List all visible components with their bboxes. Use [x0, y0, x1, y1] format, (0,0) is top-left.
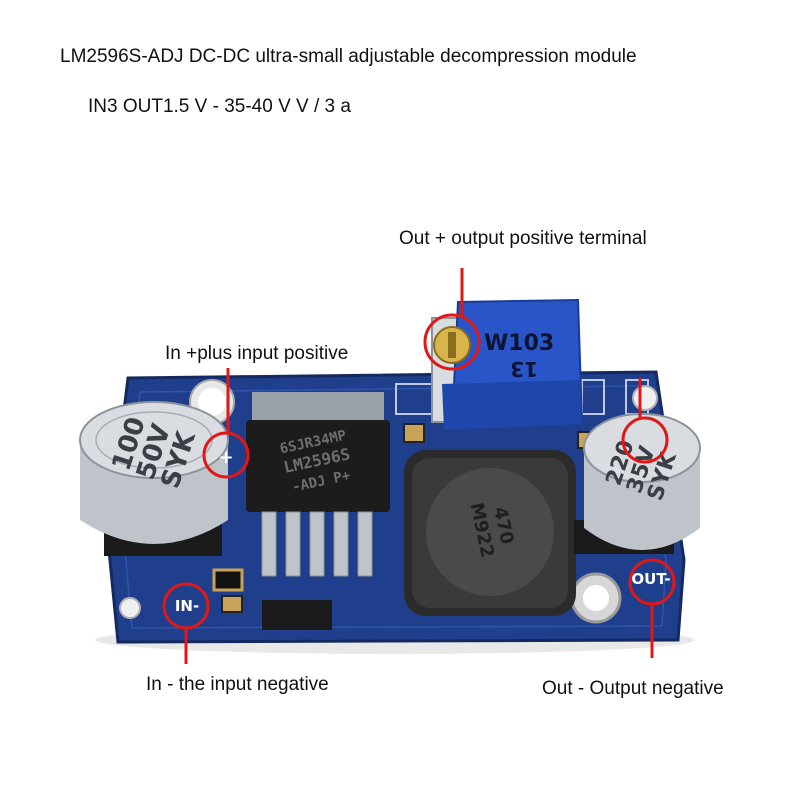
product-title: LM2596S-ADJ DC-DC ultra-small adjustable… [60, 46, 637, 67]
smd-part-1 [212, 568, 244, 592]
pot-line-2: 13 [510, 357, 538, 381]
pad-in-label: IN- [175, 597, 199, 615]
potentiometer: W103 13 [431, 298, 584, 430]
capacitor-right: 220 35V SYK [574, 413, 701, 554]
callout-out-positive: Out + output positive terminal [399, 228, 647, 249]
product-spec-line: IN3 OUT1.5 V - 35-40 V V / 3 a [88, 96, 351, 117]
pot-line-1: W103 [484, 331, 554, 356]
mounting-hole-bottom-left [119, 597, 141, 619]
callout-in-positive: In +plus input positive [165, 343, 349, 364]
smd-part-2 [221, 595, 243, 613]
callout-out-negative: Out - Output negative [542, 678, 724, 699]
capacitor-left: 100 50V SYK [79, 401, 229, 556]
pad-out-label: OUT- [631, 570, 670, 588]
callout-ring-in-positive [202, 431, 250, 479]
smd-part-3 [403, 423, 425, 443]
pad-plus-label: + [218, 447, 233, 468]
callout-ring-out-top [621, 416, 669, 464]
callout-in-negative: In - the input negative [146, 674, 329, 695]
mounting-hole-bottom-right [570, 572, 622, 624]
inductor: 470 M922 [404, 450, 576, 616]
callout-ring-out-positive [423, 313, 481, 371]
regulator-chip: 6SJR34MP LM2596S -ADJ P+ [246, 392, 390, 577]
mounting-hole-top-right [632, 385, 658, 411]
diode [262, 600, 332, 630]
